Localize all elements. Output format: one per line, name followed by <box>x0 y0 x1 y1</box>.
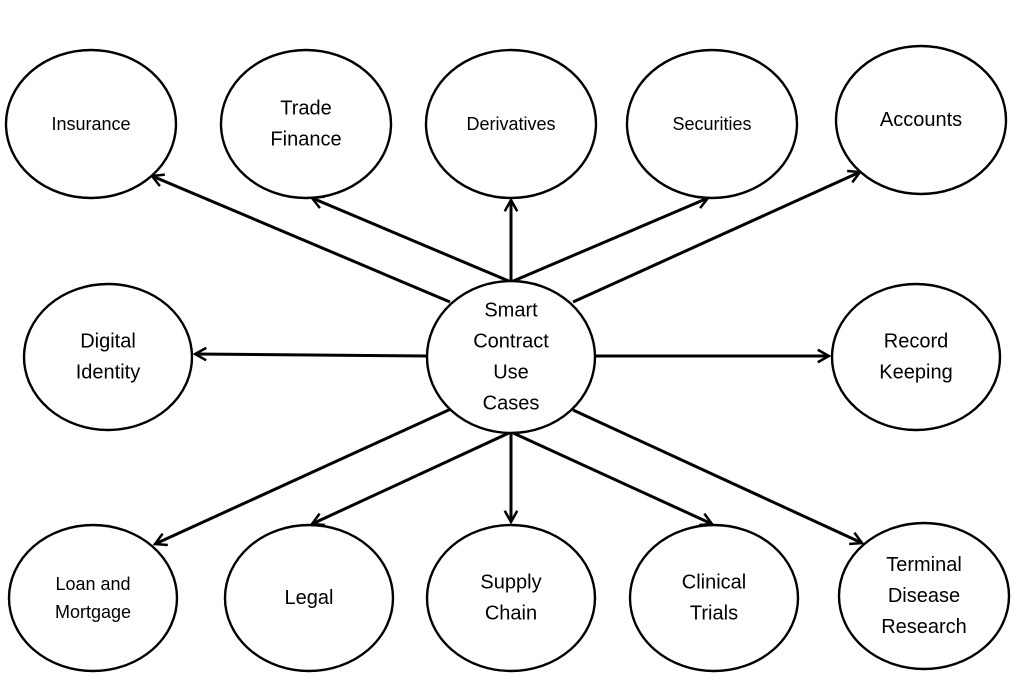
node-loan-and-mortgage-label-line-2: Mortgage <box>55 602 131 622</box>
node-securities: Securities <box>625 48 799 200</box>
arrow-center-to-terminal-disease-research <box>572 408 862 543</box>
node-digital-identity-ellipse <box>22 282 194 432</box>
node-record-keeping-label-line-1: Record <box>884 331 948 353</box>
node-clinical-trials-label-line-1: Clinical <box>682 572 746 594</box>
arrow-center-to-accounts <box>572 172 860 304</box>
arrow-center-to-insurance <box>152 176 451 304</box>
node-legal-label-line-1: Legal <box>285 587 334 609</box>
node-securities-ellipse <box>625 48 799 200</box>
center-node-label-line-3: Use <box>493 362 529 384</box>
node-legal-ellipse <box>223 523 395 673</box>
node-supply-chain-ellipse <box>425 523 597 673</box>
node-supply-chain-label-line-2: Chain <box>485 603 537 625</box>
arrow-center-to-loan-and-mortgage <box>155 406 454 544</box>
node-derivatives-label-line-1: Derivatives <box>466 114 555 134</box>
node-record-keeping-ellipse <box>830 282 1002 432</box>
center-node-label-line-4: Cases <box>483 393 540 415</box>
node-accounts: Accounts <box>834 44 1008 196</box>
node-trade-finance-label-line-1: Trade <box>280 98 332 120</box>
node-loan-and-mortgage-ellipse <box>7 523 179 673</box>
node-insurance-ellipse <box>4 48 178 200</box>
arrow-center-to-clinical-trials <box>510 430 712 524</box>
node-securities-label-line-1: Securities <box>672 114 751 134</box>
center-node-ellipse <box>425 279 597 435</box>
node-trade-finance-label-line-2: Finance <box>270 129 341 151</box>
arrow-center-to-digital-identity <box>195 354 428 356</box>
arrow-center-to-securities <box>510 198 708 284</box>
node-legal: Legal <box>223 523 395 673</box>
node-derivatives-ellipse <box>424 48 598 200</box>
node-trade-finance-ellipse <box>219 48 393 200</box>
node-clinical-trials-ellipse <box>628 523 800 673</box>
node-digital-identity-label-line-2: Identity <box>76 362 140 384</box>
node-accounts-ellipse <box>834 44 1008 196</box>
center-node-label-line-1: Smart <box>484 300 538 322</box>
node-record-keeping-label-line-2: Keeping <box>879 362 952 384</box>
node-insurance-label-line-1: Insurance <box>51 114 130 134</box>
edges-layer <box>152 172 862 544</box>
center-node-label-line-2: Contract <box>473 331 549 353</box>
node-terminal-disease-research-label-line-2: Disease <box>888 585 960 607</box>
node-clinical-trials-label-line-2: Trials <box>690 603 738 625</box>
node-accounts-label-line-1: Accounts <box>880 109 962 131</box>
node-terminal-disease-research-label-line-1: Terminal <box>886 554 962 576</box>
node-insurance: Insurance <box>4 48 178 200</box>
node-supply-chain-label-line-1: Supply <box>480 572 541 594</box>
node-terminal-disease-research-ellipse <box>837 521 1011 671</box>
node-digital-identity-label-line-1: Digital <box>80 331 136 353</box>
arrow-center-to-trade-finance <box>312 198 512 284</box>
node-derivatives: Derivatives <box>424 48 598 200</box>
arrow-center-to-legal <box>312 430 512 524</box>
node-terminal-disease-research-label-line-3: Research <box>881 616 967 638</box>
node-loan-and-mortgage-label-line-1: Loan and <box>55 574 130 594</box>
